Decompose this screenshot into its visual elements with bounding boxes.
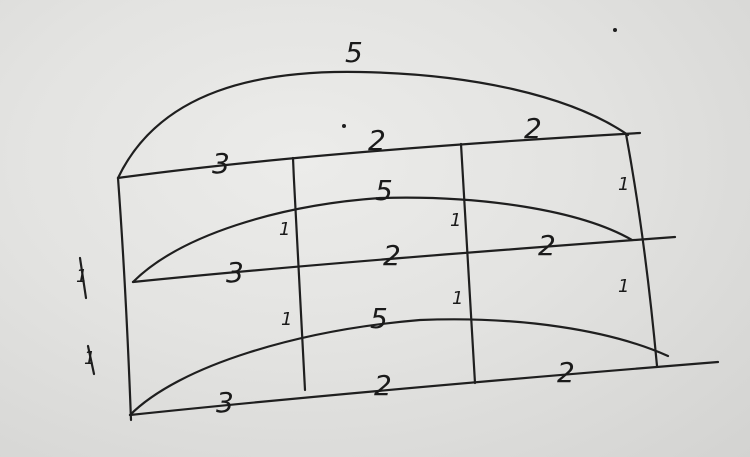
left-vertical	[116, 176, 133, 422]
label-row2-mid: 2	[383, 239, 401, 272]
label-row1-mid: 2	[368, 124, 386, 157]
label-left-side-1: 1	[76, 266, 87, 287]
middle-line	[131, 235, 677, 284]
label-inner-1b: 1	[281, 309, 292, 330]
right-vertical	[624, 132, 659, 368]
label-row3-right: 2	[557, 356, 575, 389]
label-row1-left: 3	[212, 147, 230, 180]
label-row2-left: 3	[226, 256, 244, 289]
left-tick-1	[78, 256, 88, 300]
dot-mark	[342, 124, 346, 128]
label-arc3: 5	[370, 302, 388, 335]
label-arc2: 5	[375, 174, 393, 207]
bottom-line	[128, 360, 720, 417]
second-arc	[131, 196, 634, 284]
label-row3-mid: 2	[374, 369, 392, 402]
left-tick-2	[86, 344, 96, 376]
label-inner-2a: 1	[450, 210, 461, 231]
label-row2-right: 2	[538, 229, 556, 262]
label-row1-right: 2	[524, 112, 542, 145]
vertical-3	[459, 142, 477, 385]
vertical-2	[291, 156, 307, 392]
label-row3-left: 3	[216, 386, 234, 419]
label-inner-1a: 1	[279, 219, 290, 240]
top-line	[116, 131, 642, 180]
label-inner-2b: 1	[452, 288, 463, 309]
label-right-2: 1	[618, 276, 629, 297]
label-right-1: 1	[618, 174, 629, 195]
top-arc	[116, 70, 630, 180]
label-left-side-2: 1	[84, 348, 95, 369]
third-arc	[128, 318, 670, 417]
dot-mark-2	[613, 28, 617, 32]
label-top-arc: 5	[345, 36, 363, 69]
